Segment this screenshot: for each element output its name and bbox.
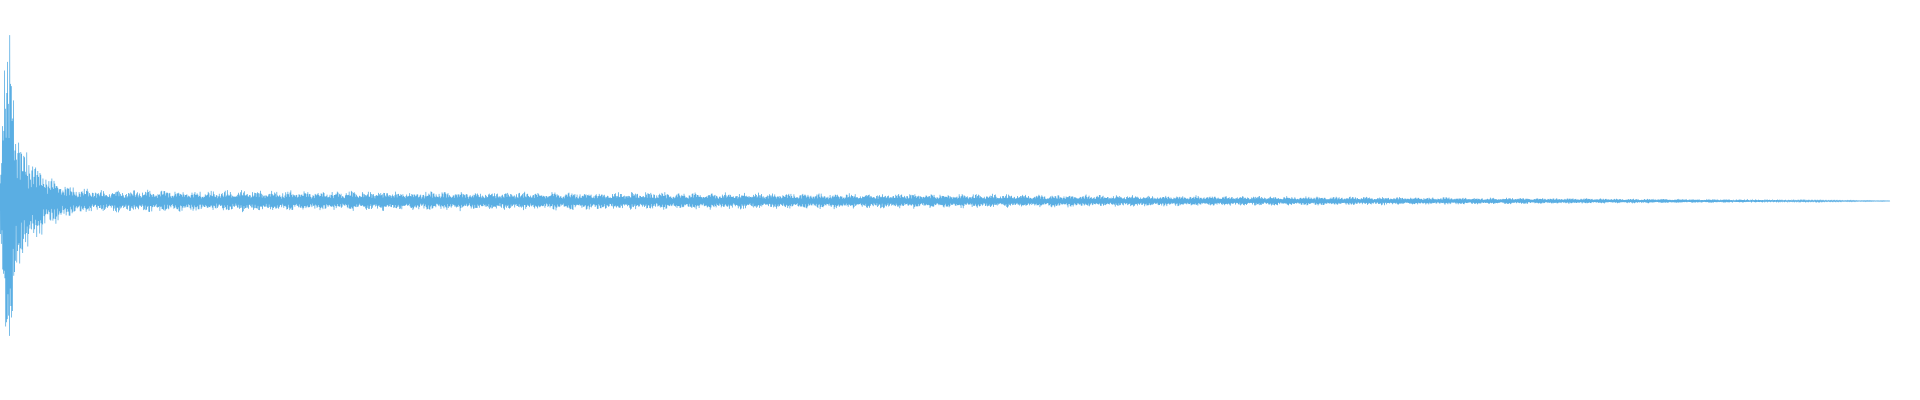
waveform-trace <box>0 35 1891 336</box>
